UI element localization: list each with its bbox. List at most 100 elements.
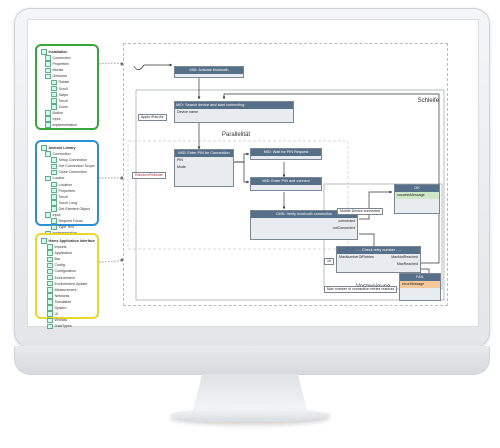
block-icon xyxy=(51,206,57,212)
node-title: MID: Enter PIN for Connection xyxy=(175,150,233,157)
tree-item-label: Button xyxy=(52,110,63,115)
node-check-retry[interactable]: ..... Check retry number ..... MaxNumber… xyxy=(336,246,421,273)
block-icon xyxy=(47,244,53,250)
tree-item[interactable]: Zoom xyxy=(41,104,94,110)
tree-item[interactable]: Measurement xyxy=(41,287,94,293)
tree-item[interactable]: Environment xyxy=(41,274,94,281)
pill-retries[interactable]: 10 xyxy=(324,258,334,265)
tree-item-label: Gestures xyxy=(52,74,68,79)
tree-item-label: Mouse xyxy=(52,68,64,73)
tree-item[interactable]: Connection xyxy=(41,151,94,157)
tree-item-label: Connection xyxy=(52,152,71,157)
tree-item[interactable]: Installation xyxy=(41,49,94,55)
tree-item[interactable]: Home Application Interface xyxy=(41,238,95,244)
node-title: MID: Enter PIN and connect xyxy=(251,178,321,185)
folder-icon xyxy=(45,175,51,182)
tree-item[interactable]: Get Connection Scope xyxy=(41,163,95,170)
folder-icon xyxy=(45,67,51,74)
node-verify-connection[interactable]: CMN: Verify bluetooth connection connect… xyxy=(250,210,358,240)
tree-item-label: Simulation xyxy=(54,299,72,304)
tree-item[interactable]: Touch Long xyxy=(41,200,94,206)
pill-device-connected[interactable]: Mobile Device connected xyxy=(337,208,384,215)
tree-item-label: Bar xyxy=(54,257,61,262)
tree-item[interactable]: Location xyxy=(41,181,94,188)
tree-item[interactable]: Gestures xyxy=(41,73,94,80)
tree-item[interactable]: Imports xyxy=(41,244,94,250)
tree-item[interactable]: Get Element Object xyxy=(41,206,94,212)
tree-panel-blue: Android Library Connection Setup Connect… xyxy=(35,140,99,237)
tree-item-label: Connection xyxy=(52,56,71,61)
tree-item-label: Configuration xyxy=(54,269,76,274)
tree-item[interactable]: Input xyxy=(41,212,94,218)
tree-item[interactable]: Setup Connection xyxy=(41,157,94,163)
node-enter-pin-connect[interactable]: MID: Enter PIN and connect xyxy=(250,177,322,191)
tree-item[interactable]: Bar xyxy=(41,256,94,263)
node-title: CMN: Verify bluetooth connection xyxy=(251,211,357,218)
tree-item[interactable]: Touch xyxy=(41,98,94,104)
tree-item[interactable]: Application xyxy=(41,250,94,256)
tree-item[interactable]: Connection xyxy=(41,55,94,61)
tree-item[interactable]: Properties xyxy=(41,187,94,194)
node-activate-bluetooth[interactable]: MID: Activate bluetooth xyxy=(174,66,244,78)
tree-item-label: System xyxy=(54,306,67,311)
node-title: FAIL xyxy=(400,274,440,281)
node-input-label: MaxNumberOfRetries xyxy=(339,255,374,259)
tree-item[interactable]: Configuration xyxy=(41,268,94,275)
tree-item[interactable]: Scroll xyxy=(41,85,94,92)
tree-item[interactable]: System xyxy=(41,305,94,311)
block-icon xyxy=(51,98,57,104)
tree-item[interactable]: Implementation xyxy=(41,122,94,128)
block-icon xyxy=(51,163,57,170)
tree-item[interactable]: DataTypes xyxy=(41,323,94,330)
tree-item[interactable]: Type Text xyxy=(41,224,94,231)
tree-item[interactable]: Close Connection xyxy=(41,169,94,176)
tree-item[interactable]: UI xyxy=(41,311,94,317)
tree-item[interactable]: Mouse xyxy=(41,67,94,74)
tree-item[interactable]: Config xyxy=(41,262,94,269)
tree-item[interactable]: Swipe xyxy=(41,91,94,98)
tree-item[interactable]: Simulation xyxy=(41,299,94,305)
node-title: MID: Search device and start connecting xyxy=(175,102,293,109)
pill-max-retries[interactable]: Max number of connection retries reached xyxy=(324,286,398,293)
pill-random-pin[interactable]: RandomPinMode xyxy=(132,172,166,179)
pill-device[interactable]: Apple iPad Air xyxy=(138,114,167,121)
tree-item-label: Implementation xyxy=(52,123,78,128)
block-icon xyxy=(47,274,53,281)
tree-item[interactable]: Environment Update xyxy=(41,280,94,287)
node-wait-pin[interactable]: MID: Wait for PIN Request xyxy=(250,148,322,160)
tree-item[interactable]: Window xyxy=(41,317,94,324)
tree-item[interactable]: Networks xyxy=(41,293,94,299)
node-title: ..... Check retry number ..... xyxy=(337,247,420,254)
block-icon xyxy=(47,256,53,263)
flow-diagram-canvas[interactable]: Schleife Parallelität Verzweigung MID: A… xyxy=(123,43,448,306)
tree-item[interactable]: Button xyxy=(41,110,94,116)
node-output-label: MaxNotReached xyxy=(391,255,418,259)
node-search-device[interactable]: MID: Search device and start connecting … xyxy=(174,101,294,123)
node-fail[interactable]: FAIL errorMessage xyxy=(399,273,441,301)
node-ok[interactable]: OK successMessage xyxy=(394,184,440,214)
tree-item-label: Home Application Interface xyxy=(48,239,95,243)
tree-item[interactable]: Rotate xyxy=(41,79,94,86)
tree-item-label: Installation xyxy=(48,50,68,54)
tree-item[interactable]: Properties xyxy=(41,61,94,67)
node-title: MID: Activate bluetooth xyxy=(175,67,243,74)
tree-item-label: UI xyxy=(54,312,59,317)
folder-icon xyxy=(41,145,47,151)
folder-icon xyxy=(45,151,51,157)
node-input-label: Mode xyxy=(177,165,186,169)
node-enter-pin[interactable]: MID: Enter PIN for Connection PIN Mode xyxy=(174,149,234,187)
tree-item[interactable]: Locator xyxy=(41,175,94,182)
tree-item-label: Environment xyxy=(54,275,75,280)
block-icon xyxy=(51,187,57,194)
tree-item[interactable]: Input xyxy=(41,116,94,122)
tree-item[interactable]: Touch xyxy=(41,194,94,200)
tree-item-label: Properties xyxy=(52,62,69,67)
tree-item[interactable]: Android Library xyxy=(41,145,94,151)
block-icon xyxy=(47,250,53,256)
block-icon xyxy=(47,262,53,269)
tree-item[interactable]: Request Focus xyxy=(41,218,94,224)
tree-item-label: Location xyxy=(58,182,73,187)
tree-item-label: Touch xyxy=(58,194,69,199)
block-icon xyxy=(51,218,57,224)
